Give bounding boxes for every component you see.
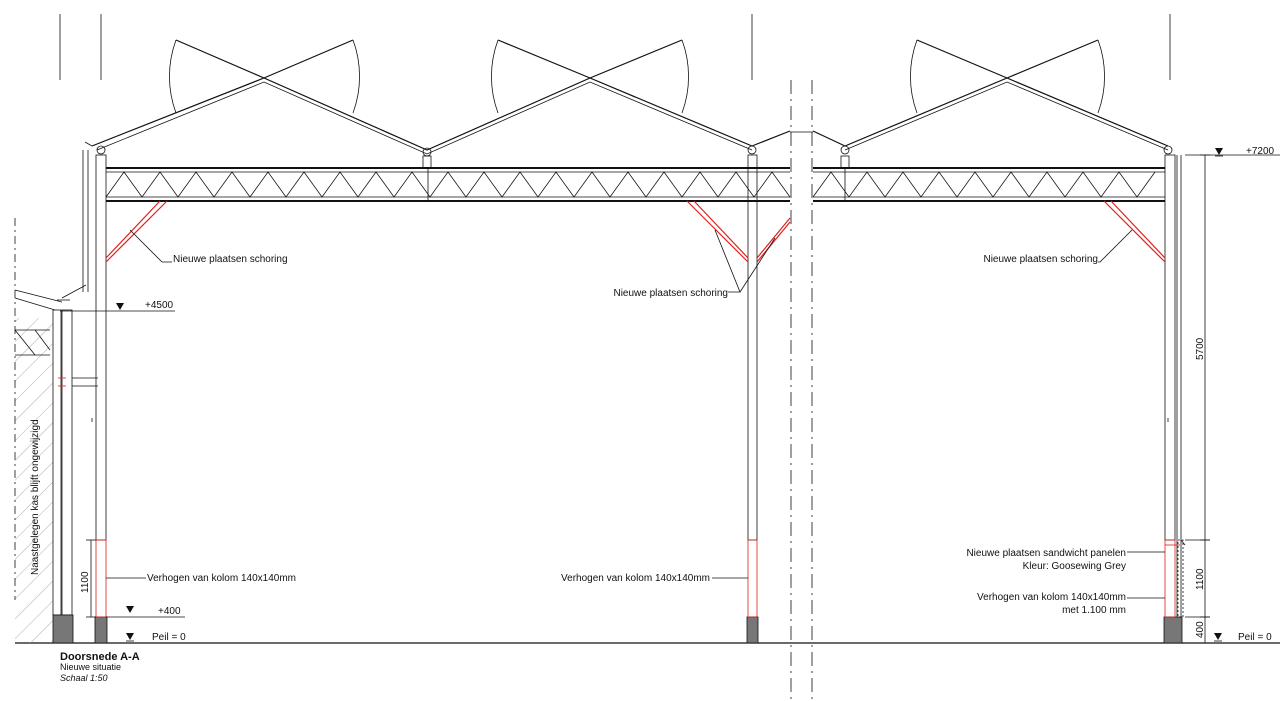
footings: [52, 614, 1183, 644]
roof: [91, 39, 1173, 169]
dim-5700-label: 5700: [1195, 337, 1206, 360]
columns: [82, 141, 1186, 618]
title-block-title: Doorsnede A-A: [60, 651, 140, 663]
level-marker-raise: [106, 606, 185, 618]
dimension-lines: [86, 154, 1210, 644]
level-ground-left-label: Peil = 0: [152, 632, 186, 643]
title-block-scale: Schaal 1:50: [60, 673, 108, 683]
dim-1100-right-label: 1100: [1195, 568, 1206, 590]
level-gutter-label: +4500: [145, 300, 174, 311]
dim-1100-left-label: 1100: [80, 571, 91, 593]
dim-400-label: 400: [1195, 621, 1206, 638]
bracing-new: [105, 200, 1166, 263]
panels-label-1: Nieuwe plaatsen sandwicht panelen: [966, 548, 1126, 559]
neighbour-label: Naastgelegen kas blijft ongewijzigd: [30, 419, 41, 575]
level-ground-right-label: Peil = 0: [1238, 632, 1272, 643]
level-raise-label: +400: [158, 606, 181, 617]
level-top-label: +7200: [1246, 146, 1275, 157]
column-right-label-1: Verhogen van kolom 140x140mm: [977, 592, 1126, 603]
truss-beam-left: [105, 167, 791, 202]
bracing-right-label: Nieuwe plaatsen schoring: [983, 254, 1098, 265]
title-block-subtitle: Nieuwe situatie: [60, 662, 121, 672]
level-marker-ground-right: [1214, 633, 1222, 642]
level-marker-gutter: [60, 303, 175, 312]
labels: +7200 +4500 +400 Peil = 0 Peil = 0 5700 …: [30, 146, 1275, 683]
column-left-label: Verhogen van kolom 140x140mm: [147, 573, 296, 584]
bracing-mid-label: Nieuwe plaatsen schoring: [613, 288, 728, 299]
neighbour-greenhouse: [14, 218, 98, 643]
break-line: [790, 80, 813, 701]
panels-label-2: Kleur: Goosewing Grey: [1023, 561, 1126, 572]
level-marker-ground-left: [126, 633, 134, 642]
column-right-label-2: met 1.100 mm: [1062, 605, 1126, 616]
column-mid-label: Verhogen van kolom 140x140mm: [561, 573, 710, 584]
bracing-left-label: Nieuwe plaatsen schoring: [173, 254, 288, 265]
truss-beam-right: [812, 167, 1165, 202]
grid-lines: [59, 14, 1171, 80]
leader-lines: [106, 229, 1165, 599]
